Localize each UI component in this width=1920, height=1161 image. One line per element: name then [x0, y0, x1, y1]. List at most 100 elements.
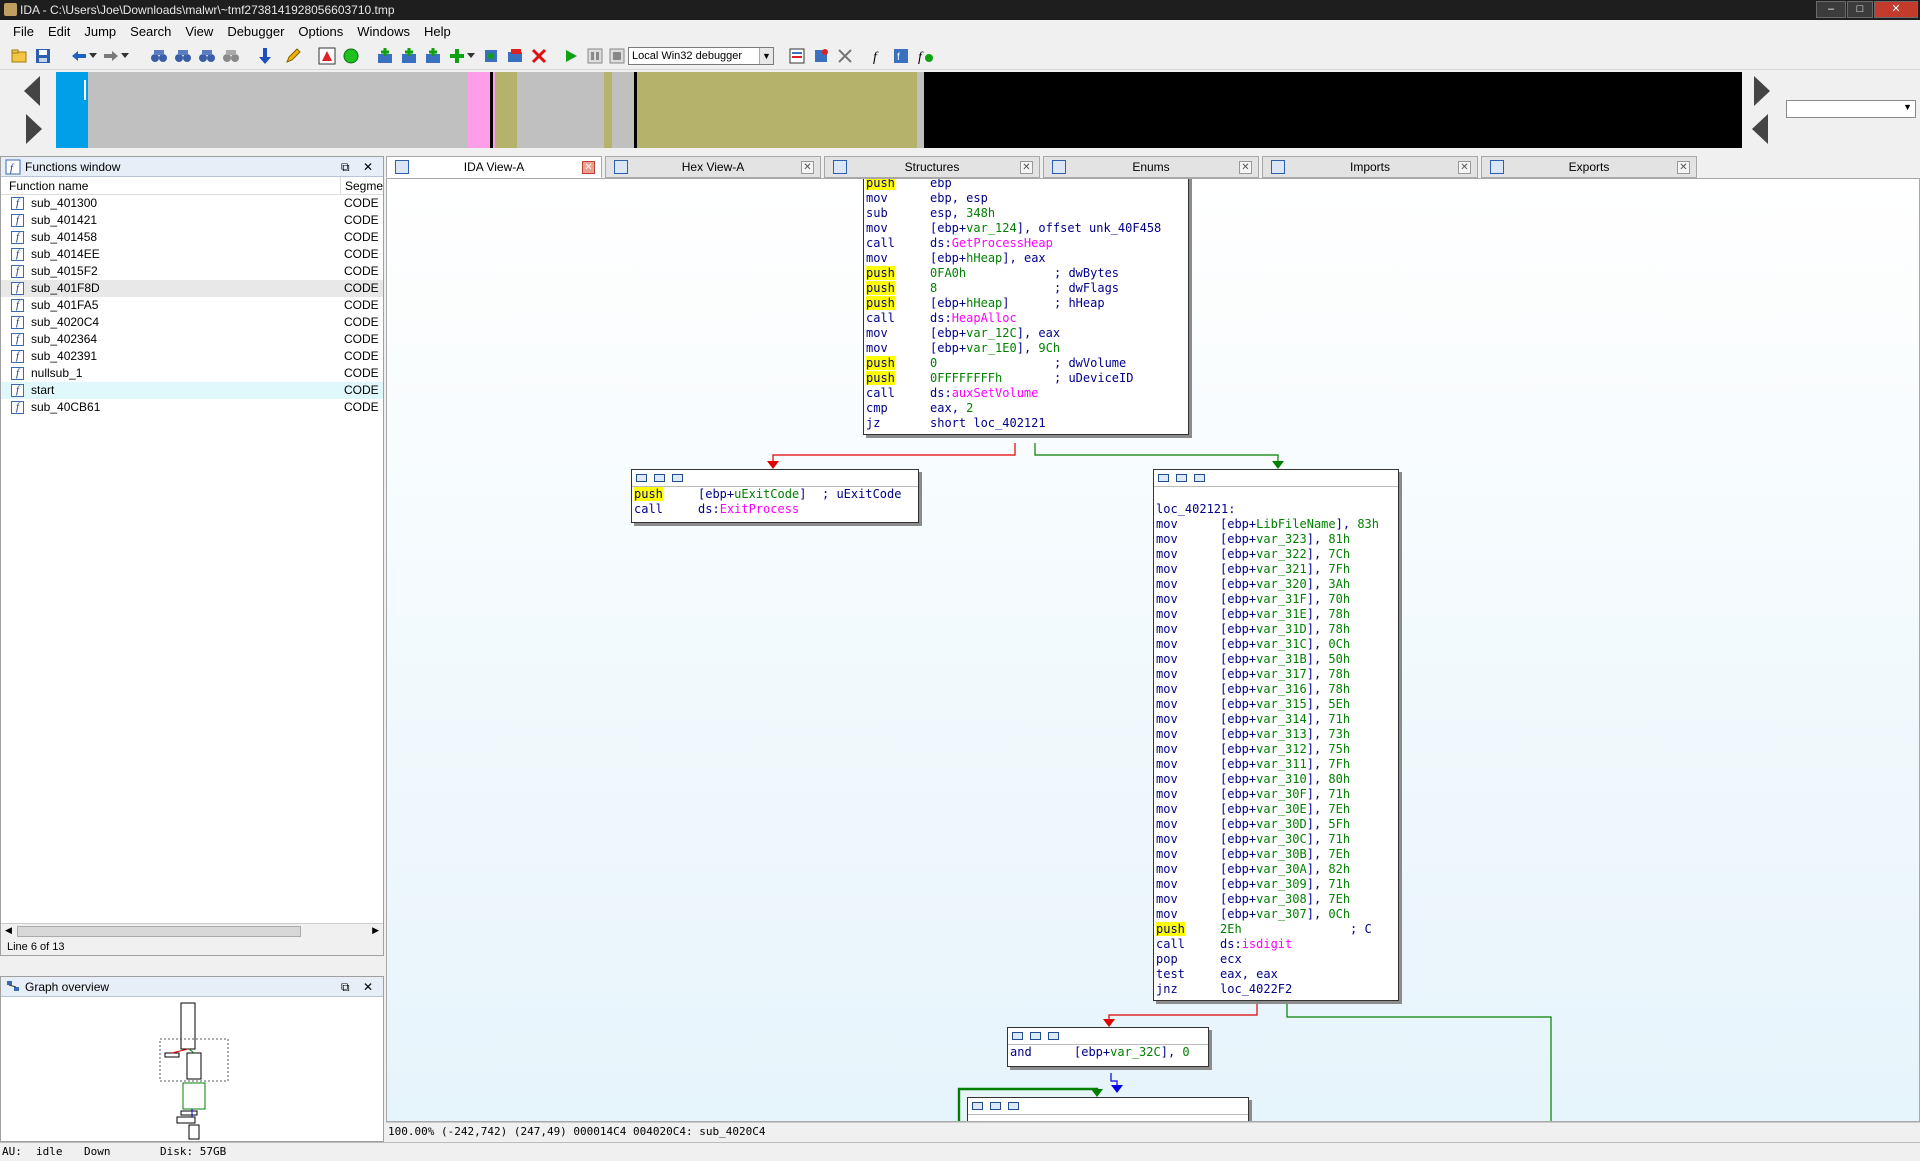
menu-options[interactable]: Options [298, 23, 344, 39]
asm-line[interactable]: mov[ebp+var_311], 7Fh [1154, 757, 1398, 772]
binary-search-button[interactable] [150, 47, 168, 65]
tab-exports[interactable]: Exports✕ [1481, 156, 1697, 178]
asm-line[interactable]: mov[ebp+var_320], 3Ah [1154, 577, 1398, 592]
close-icon[interactable]: ✕ [1239, 161, 1252, 174]
menu-edit[interactable]: Edit [47, 23, 71, 39]
asm-line[interactable]: mov[ebp+var_30C], 71h [1154, 832, 1398, 847]
block-color-icon[interactable] [636, 474, 647, 482]
tab-enums[interactable]: Enums✕ [1043, 156, 1259, 178]
block-info-icon[interactable] [1194, 474, 1205, 482]
function-button[interactable]: f [868, 47, 886, 65]
asm-line[interactable]: mov[ebp+var_31D], 78h [1154, 622, 1398, 637]
asm-line[interactable]: push[ebp+uExitCode]; uExitCode [632, 487, 918, 502]
close-icon[interactable]: ✕ [1020, 161, 1033, 174]
nav-zoom-in-arrow-icon[interactable] [1752, 76, 1770, 106]
add-segment-button[interactable] [376, 47, 394, 65]
toggle-breakpoint-button[interactable] [812, 47, 830, 65]
mark-position-button[interactable] [284, 47, 302, 65]
asm-line[interactable]: mov[ebp+var_307], 0Ch [1154, 907, 1398, 922]
basic-block-next[interactable] [967, 1097, 1249, 1121]
close-icon[interactable]: ✕ [363, 160, 374, 174]
minimize-button[interactable]: – [1816, 1, 1846, 18]
add-enum-button[interactable] [424, 47, 442, 65]
asm-line[interactable]: mov[ebp+var_12C], eax [864, 326, 1188, 341]
asm-line[interactable]: mov[ebp+var_316], 78h [1154, 682, 1398, 697]
asm-line[interactable]: mov[ebp+var_322], 7Ch [1154, 547, 1398, 562]
navigate-forward-button[interactable] [102, 47, 120, 65]
asm-line[interactable]: mov[ebp+hHeap], eax [864, 251, 1188, 266]
undock-icon[interactable]: ⧉ [341, 160, 350, 174]
basic-block-and[interactable]: and[ebp+var_32C], 0 [1007, 1027, 1209, 1067]
col-segment[interactable]: Segmen [340, 177, 383, 195]
asm-line[interactable]: mov[ebp+var_30D], 5Fh [1154, 817, 1398, 832]
back-history-dropdown[interactable] [88, 47, 98, 65]
pause-debugger-button[interactable] [586, 47, 604, 65]
tools-button[interactable] [836, 47, 854, 65]
edit-segment-button[interactable] [506, 47, 524, 65]
tab-imports[interactable]: Imports✕ [1262, 156, 1478, 178]
asm-line[interactable]: mov[ebp+var_314], 71h [1154, 712, 1398, 727]
plugin-button[interactable] [482, 47, 500, 65]
function-list-button[interactable]: f [892, 47, 910, 65]
immediate-search-button[interactable] [198, 47, 216, 65]
scroll-thumb[interactable] [17, 926, 301, 937]
col-function-name[interactable]: Function name [9, 179, 89, 193]
viewport-rectangle[interactable] [159, 1038, 229, 1082]
asm-line[interactable]: mov[ebp+var_1E0], 9Ch [864, 341, 1188, 356]
asm-line[interactable]: mov[ebp+var_315], 5Eh [1154, 697, 1398, 712]
add-breakpoint-button[interactable] [448, 47, 466, 65]
block-info-icon[interactable] [1048, 1032, 1059, 1040]
close-icon[interactable]: ✕ [1458, 161, 1471, 174]
scroll-right-icon[interactable]: ▶ [372, 925, 379, 935]
nav-right-arrow-icon[interactable] [24, 114, 42, 144]
asm-line[interactable]: mov[ebp+LibFileName], 83h [1154, 517, 1398, 532]
jump-address-button[interactable] [256, 47, 274, 65]
asm-line[interactable]: mov[ebp+var_30F], 71h [1154, 787, 1398, 802]
nav-band-combo[interactable]: ▼ [1786, 100, 1916, 118]
add-struct-button[interactable] [400, 47, 418, 65]
asm-line[interactable]: push[ebp+hHeap]; hHeap [864, 296, 1188, 311]
text-search-button[interactable] [174, 47, 192, 65]
nav-zoom-out-arrow-icon[interactable] [1752, 114, 1770, 144]
tab-ida-view-a[interactable]: IDA View-A✕ [386, 156, 602, 178]
block-color-icon[interactable] [1158, 474, 1169, 482]
menu-help[interactable]: Help [423, 23, 451, 39]
debugger-select[interactable]: Local Win32 debugger ▼ [628, 47, 774, 65]
run-analysis-button[interactable] [342, 47, 360, 65]
close-window-button[interactable]: ✕ [1874, 1, 1918, 18]
graph-view-button[interactable] [318, 47, 336, 65]
tab-structures[interactable]: Structures✕ [824, 156, 1040, 178]
block-color-icon[interactable] [972, 1102, 983, 1110]
breakpoint-dropdown[interactable] [466, 47, 476, 65]
asm-line[interactable]: mov[ebp+var_308], 7Eh [1154, 892, 1398, 907]
navigation-strip[interactable] [56, 72, 1742, 148]
navigate-back-button[interactable] [70, 47, 88, 65]
asm-line[interactable]: mov[ebp+var_30E], 7Eh [1154, 802, 1398, 817]
menu-search[interactable]: Search [130, 23, 172, 39]
save-button[interactable] [34, 47, 52, 65]
